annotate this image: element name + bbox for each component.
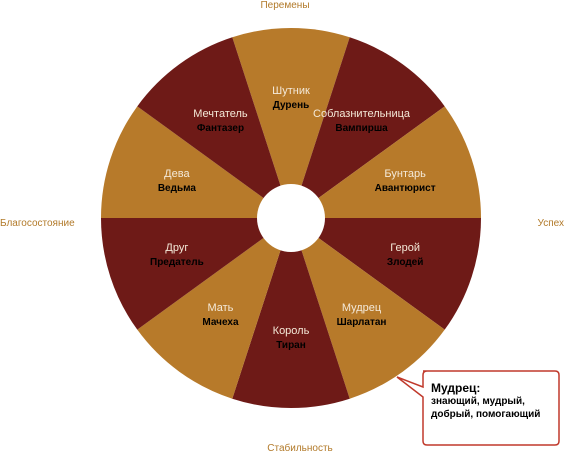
archetype-label-mother: Мать: [207, 302, 233, 314]
segment-hero: [291, 218, 481, 330]
shadow-label-sage: Шарлатан: [337, 317, 387, 328]
callout-body: знающий, мудрый, добрый, помогающий: [431, 396, 541, 420]
archetype-label-maiden: Дева: [164, 168, 190, 180]
segment-friend: [101, 218, 291, 330]
callout-bubble: [396, 370, 560, 446]
segment-sage: [291, 218, 445, 399]
wheel-center-hole: [257, 184, 325, 252]
axis-label-left: Благосостояние: [0, 218, 75, 229]
wheel-labels: ШутникДуреньСоблазнительницаВампиршаБунт…: [150, 85, 436, 351]
archetype-label-hero: Герой: [390, 242, 420, 254]
segment-king: [232, 218, 350, 409]
wheel-segments: [101, 28, 481, 409]
segment-rebel: [291, 106, 481, 218]
axis-label-top: Перемены: [260, 0, 310, 11]
shadow-label-seducer: Вампирша: [335, 123, 388, 134]
segment-mother: [137, 218, 291, 399]
archetype-label-dreamer: Мечтатель: [193, 108, 248, 120]
shadow-label-dreamer: Фантазер: [197, 123, 244, 134]
archetype-label-seducer: Соблазнительница: [313, 108, 411, 120]
archetype-label-king: Король: [273, 325, 310, 337]
shadow-label-hero: Злодей: [387, 257, 424, 268]
shadow-label-rebel: Авантюрист: [375, 183, 436, 194]
callout-text: Мудрец: знающий, мудрый, добрый, помогаю…: [431, 381, 559, 421]
archetype-label-sage: Мудрец: [342, 302, 382, 314]
shadow-label-jester: Дурень: [273, 100, 310, 111]
segment-dreamer: [137, 37, 291, 219]
segment-jester: [232, 28, 350, 219]
shadow-label-friend: Предатель: [150, 257, 204, 268]
shadow-label-mother: Мачеха: [202, 317, 239, 328]
axis-label-right: Успех: [537, 218, 564, 229]
archetype-label-friend: Друг: [165, 242, 188, 254]
sage-callout: Мудрец: знающий, мудрый, добрый, помогаю…: [393, 367, 563, 449]
shadow-label-king: Тиран: [276, 340, 306, 351]
archetype-label-jester: Шутник: [272, 85, 310, 97]
shadow-label-maiden: Ведьма: [158, 183, 197, 194]
segment-maiden: [101, 106, 291, 218]
callout-title: Мудрец:: [431, 381, 481, 395]
axis-label-bottom: Стабильность: [267, 443, 333, 454]
segment-seducer: [291, 37, 445, 219]
archetype-label-rebel: Бунтарь: [384, 168, 426, 180]
